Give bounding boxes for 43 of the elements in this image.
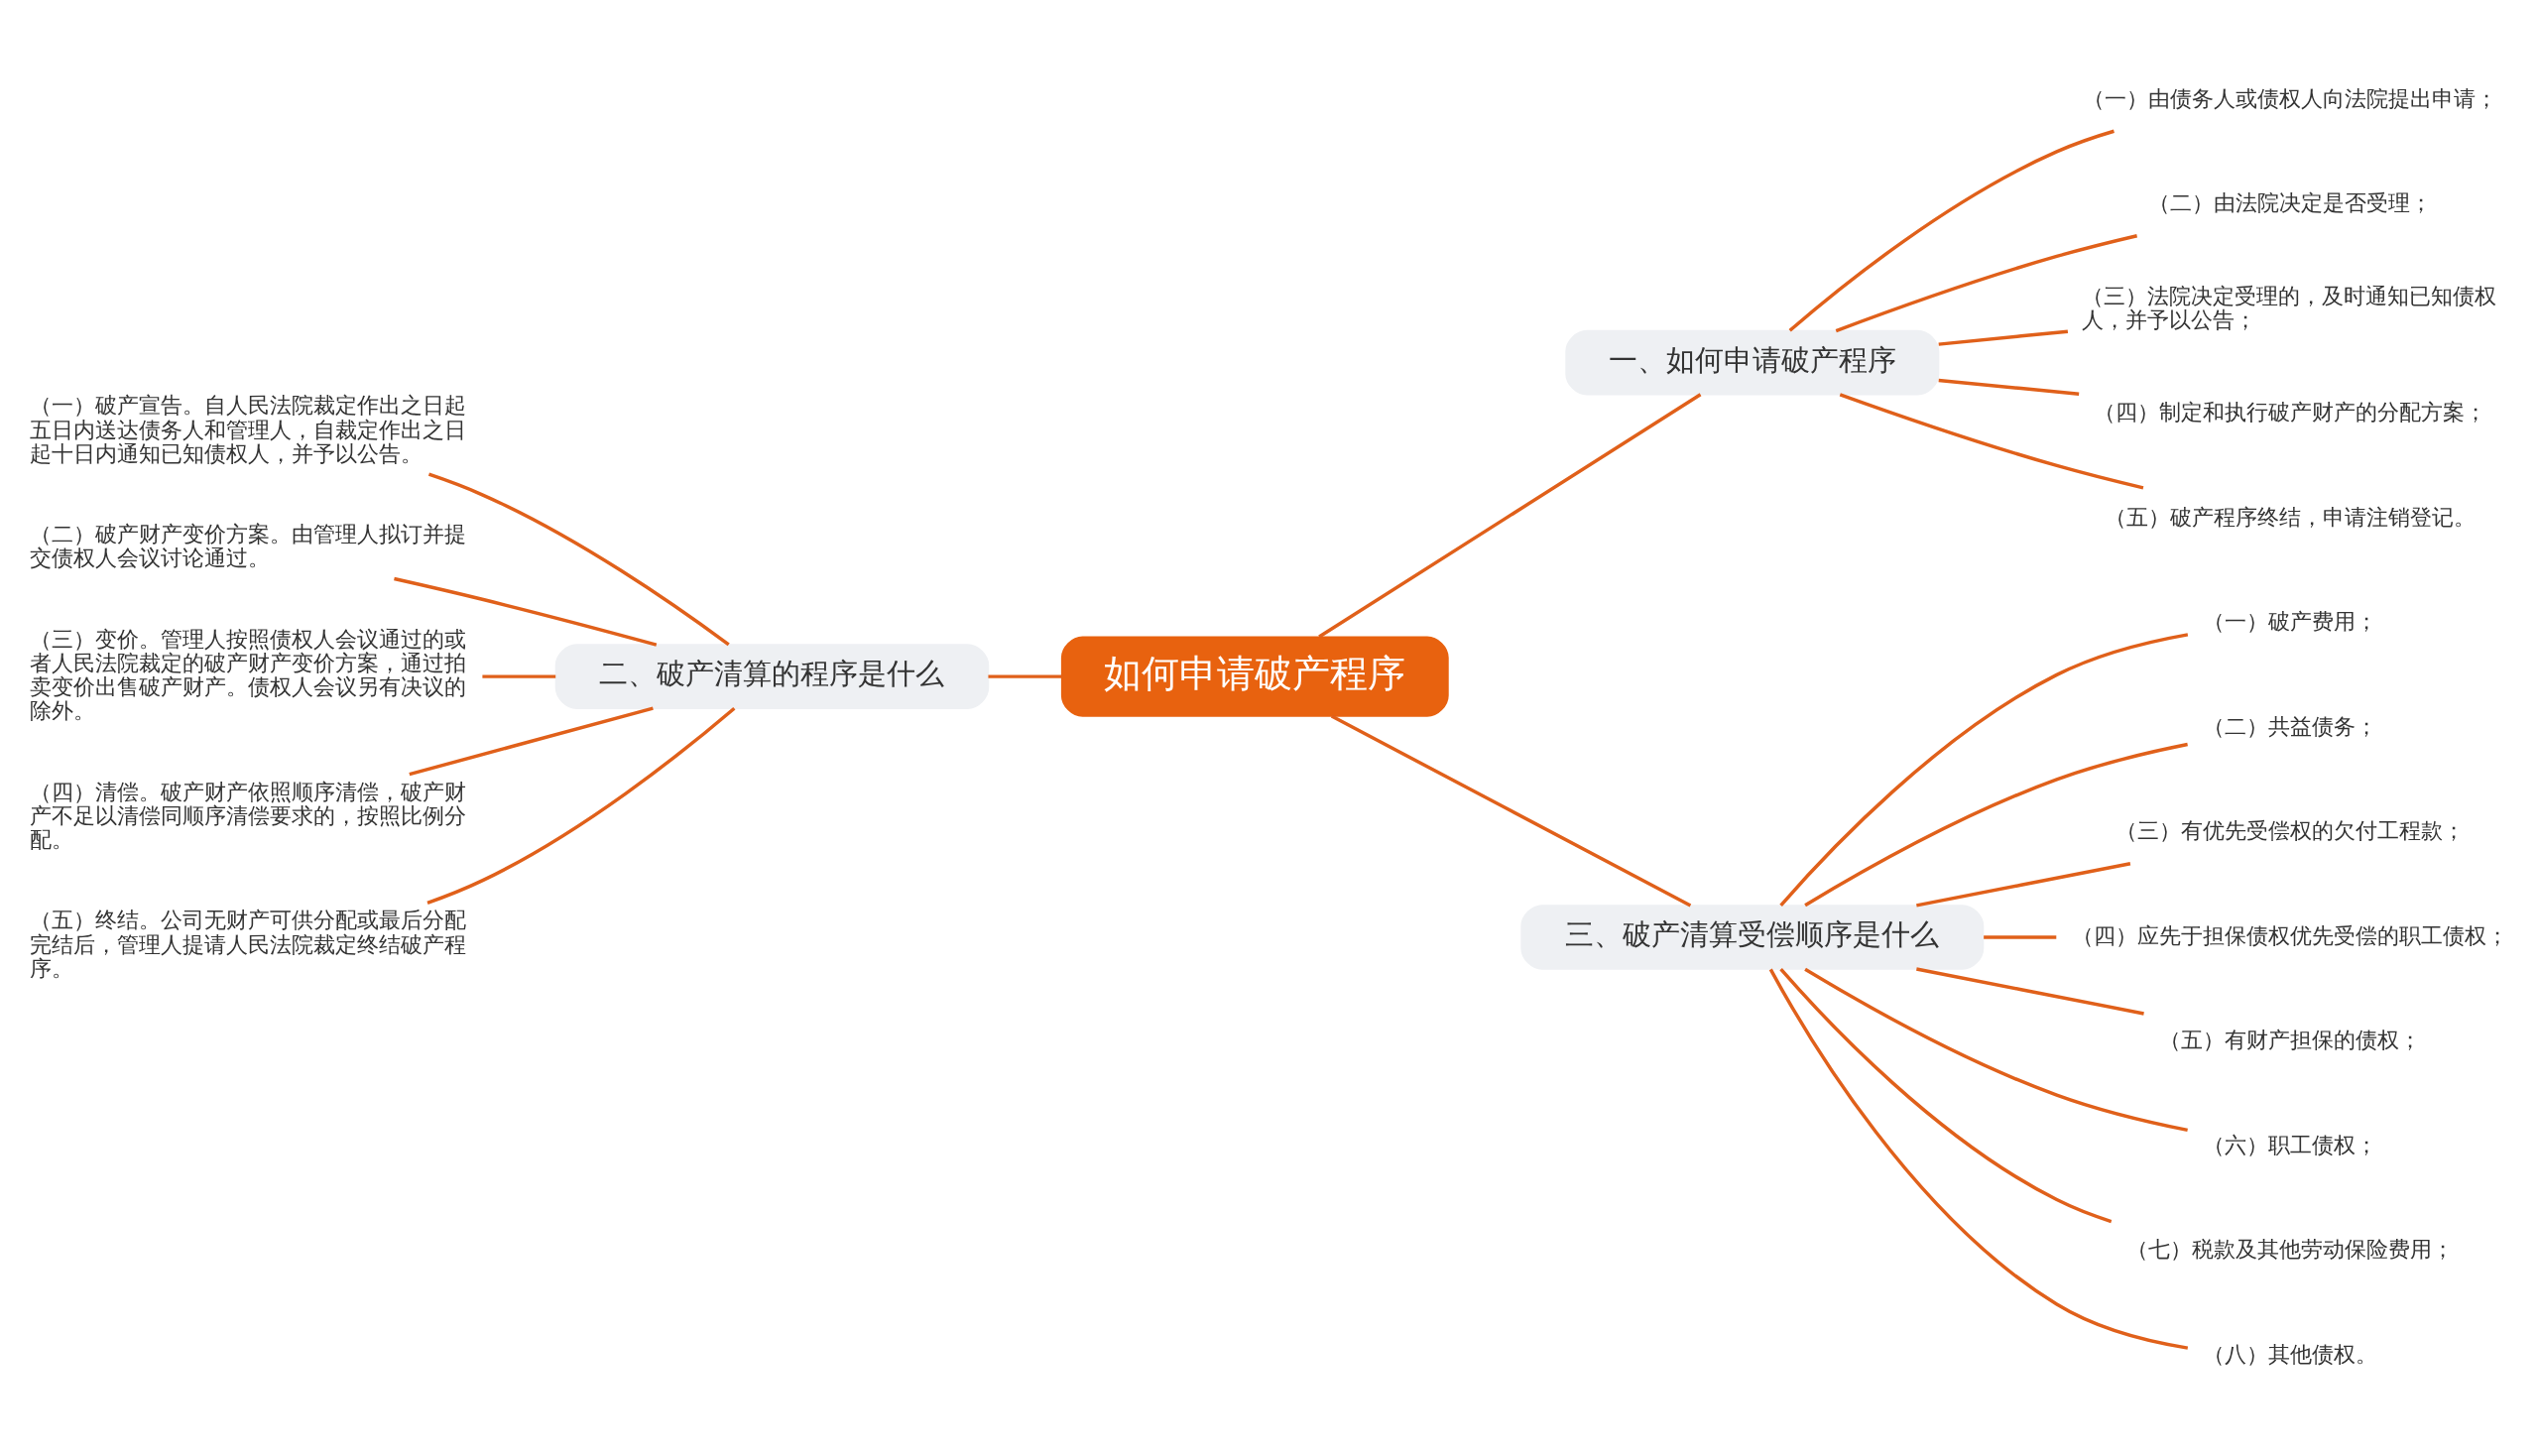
connector [1839, 393, 2144, 490]
connector [1804, 967, 2188, 1133]
node-text: （一）破产费用； [2202, 608, 2377, 635]
connector [394, 576, 658, 647]
connector [1779, 968, 2113, 1224]
connector [1788, 129, 2115, 332]
node-text: （一）由债务人或债权人向法院提出申请； [2082, 84, 2497, 111]
node-text: （二）破产财产变价方案。由管理人拟订并提交债权人会议讨论通过。 [29, 521, 466, 571]
connector [1938, 378, 2080, 396]
node-box: 二、破产清算的程序是什么 [554, 644, 990, 709]
node-text: （七）税款及其他劳动保险费用； [2125, 1236, 2454, 1263]
node-text: （四）清偿。破产财产依照顺序清偿，破产财产不足以清偿同顺序清偿要求的，按照比例分配。 [29, 778, 466, 853]
node-text: （四）应先于担保债权优先受偿的职工债权； [2071, 921, 2508, 948]
connector [426, 706, 736, 905]
connector [1779, 633, 2189, 907]
node-box: 如何申请破产程序 [1060, 636, 1449, 717]
connector [427, 472, 730, 647]
node-text: （五）有财产担保的债权； [2158, 1027, 2421, 1053]
node-text: （六）职工债权； [2202, 1131, 2377, 1157]
connector [1804, 742, 2188, 908]
node-text: （二）由法院决定是否受理； [2147, 189, 2432, 216]
connector [1984, 935, 2057, 939]
connector [1938, 329, 2069, 346]
connector [482, 674, 556, 678]
node-text: （一）破产宣告。自人民法院裁定作出之日起五日内送达债务人和管理人，自裁定作出之日起十日内通知已知债权人，并予以公告。 [29, 392, 466, 466]
node-text: （三）法院决定受理的，及时通知已知债权人，并予以公告； [2081, 282, 2496, 333]
node-text: （八）其他债权。 [2202, 1340, 2377, 1367]
connector [1318, 393, 1702, 639]
node-text: （四）制定和执行破产财产的分配方案； [2093, 399, 2486, 425]
connector [1330, 714, 1692, 908]
connector [1835, 234, 2138, 333]
node-text: （二）共益债务； [2202, 712, 2377, 739]
node-box: 三、破产清算受偿顺序是什么 [1520, 905, 1985, 970]
node-text: （五）破产程序终结，申请注销登记。 [2104, 503, 2476, 530]
node-text: （三）有优先受偿权的欠付工程款； [2115, 817, 2465, 844]
connector [409, 706, 654, 777]
connector [988, 674, 1062, 678]
node-text: （五）终结。公司无财产可供分配或最后分配完结后，管理人提请人民法院裁定终结破产程序。 [29, 907, 466, 981]
connector [1916, 967, 2144, 1016]
connector [1768, 968, 2189, 1350]
node-box: 一、如何申请破产程序 [1565, 329, 1940, 396]
connector [1916, 862, 2131, 908]
node-text: （三）变价。管理人按照债权人会议通过的或者人民法院裁定的破产财产变价方案，通过拍卖变价出售破产财产。债权人会议另有决议的除外。 [29, 625, 466, 724]
